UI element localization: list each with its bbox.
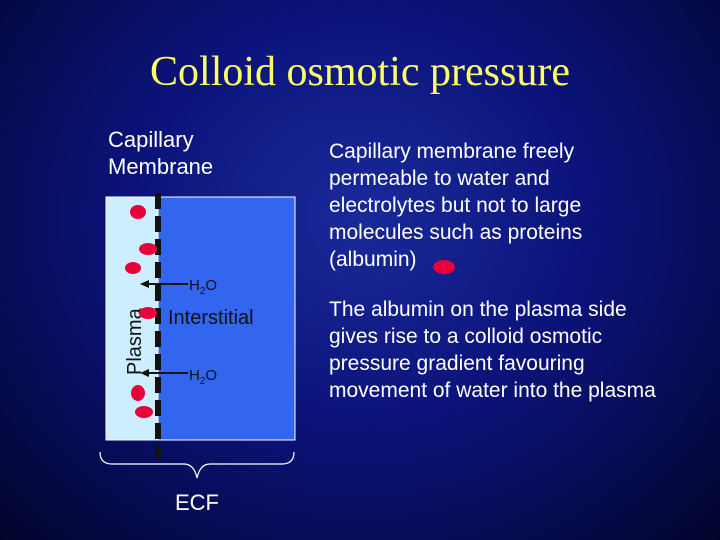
water-flow-arrows: [140, 280, 188, 377]
ecf-label: ECF: [175, 490, 219, 515]
plasma-label: Plasma: [124, 307, 146, 375]
albumin-example: [433, 260, 455, 274]
paragraph-permeability: Capillary membrane freely permeable to w…: [329, 140, 583, 271]
interstitial-label: Interstitial: [168, 307, 254, 329]
slide-title: Colloid osmotic pressure: [150, 49, 570, 95]
capillary-label-line1: Capillary: [108, 127, 194, 152]
capillary-label-line2: Membrane: [108, 154, 214, 179]
albumin-molecule: [130, 205, 146, 219]
arrow-head-icon: [140, 280, 149, 288]
paragraph-osmotic-gradient: The albumin on the plasma side gives ris…: [329, 298, 656, 402]
h2o-label-bottom: H2O: [189, 367, 217, 387]
albumin-molecule: [139, 243, 157, 255]
albumin-molecule: [139, 307, 157, 319]
interstitial-region: [157, 196, 296, 441]
albumin-molecule: [135, 406, 153, 418]
albumin-molecules: [125, 205, 157, 418]
h2o-label-top: H2O: [189, 277, 217, 297]
capillary-membrane-label: Capillary Membrane: [108, 126, 248, 180]
arrow-head-icon: [140, 369, 149, 377]
albumin-molecule: [131, 385, 145, 401]
albumin-molecule: [125, 262, 141, 274]
ecf-brace: [99, 451, 295, 479]
